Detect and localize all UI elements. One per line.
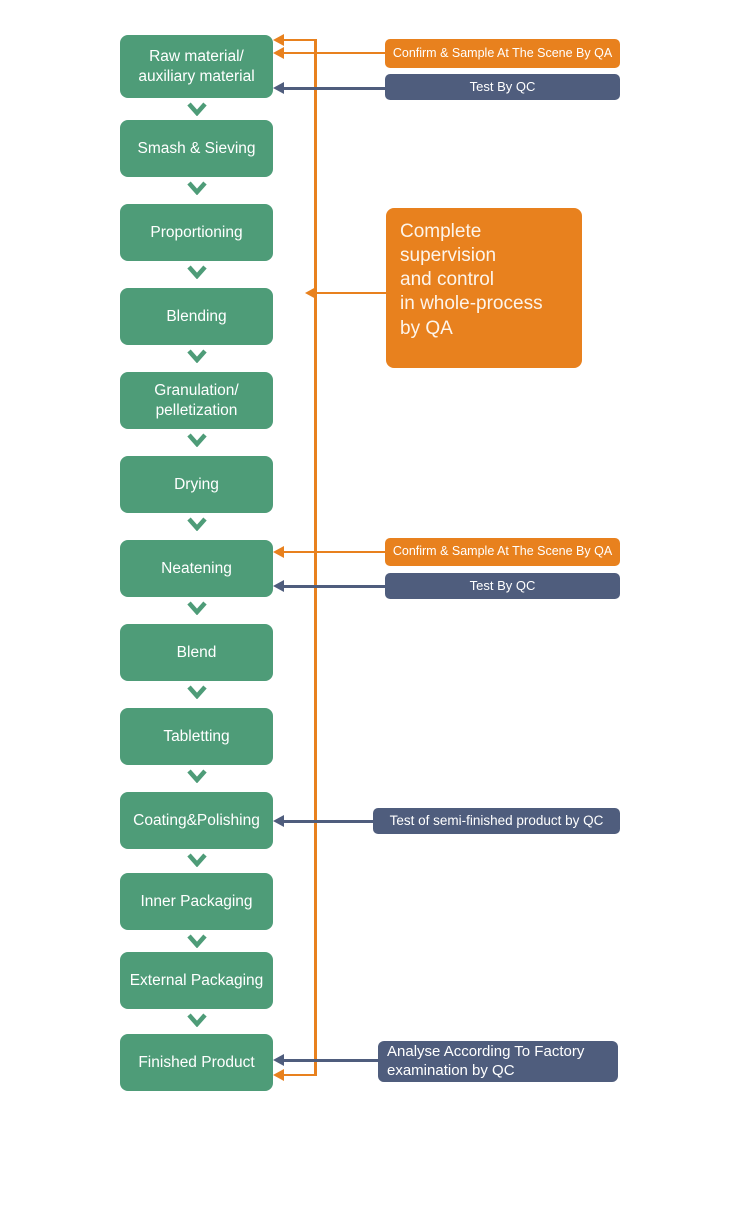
flow-step-label: Neatening [161, 559, 232, 577]
chevron-down-icon [187, 601, 207, 615]
arrow-left-icon [273, 815, 284, 827]
flow-step-neatening: Neatening [120, 540, 273, 597]
connector-line [283, 1074, 316, 1076]
connector-line [283, 52, 385, 54]
chevron-down-icon [187, 349, 207, 363]
connector-line [283, 39, 316, 41]
flow-step-label: Raw material/ auxiliary material [138, 48, 255, 85]
connector-line [315, 292, 386, 294]
note-qa-whole-process-supervision: Complete supervision and control in whol… [386, 208, 582, 368]
flow-step-label: Proportioning [150, 223, 243, 241]
flow-step-finished-product: Finished Product [120, 1034, 273, 1091]
qa-supervision-vertical-line [314, 39, 317, 1076]
flow-step-drying: Drying [120, 456, 273, 513]
connector-line [283, 820, 373, 823]
flow-step-raw-material: Raw material/ auxiliary material [120, 35, 273, 98]
flow-step-label: Drying [174, 475, 219, 493]
flow-step-smash-sieving: Smash & Sieving [120, 120, 273, 177]
note-label: Complete supervision and control in whol… [400, 221, 543, 339]
chevron-down-icon [187, 1013, 207, 1027]
connector-line [283, 87, 385, 90]
arrow-left-icon [273, 1069, 284, 1081]
flow-step-blend: Blend [120, 624, 273, 681]
chevron-down-icon [187, 934, 207, 948]
note-confirm-sample-qa-top: Confirm & Sample At The Scene By QA [385, 39, 620, 68]
flow-step-proportioning: Proportioning [120, 204, 273, 261]
note-test-by-qc-top: Test By QC [385, 74, 620, 100]
chevron-down-icon [187, 433, 207, 447]
flow-step-label: Smash & Sieving [137, 139, 256, 157]
flow-step-label: External Packaging [129, 971, 264, 989]
flow-step-label: Granulation/ pelletization [154, 382, 239, 419]
note-label: Test of semi-finished product by QC [389, 812, 604, 828]
note-label: Confirm & Sample At The Scene By QA [392, 45, 613, 60]
flow-step-label: Finished Product [138, 1053, 255, 1071]
flow-step-granulation: Granulation/ pelletization [120, 372, 273, 429]
flow-step-tabletting: Tabletting [120, 708, 273, 765]
arrow-left-icon [273, 47, 284, 59]
flow-step-label: Blend [176, 643, 217, 661]
note-label: Test By QC [469, 577, 536, 593]
arrow-left-icon [273, 1054, 284, 1066]
connector-line [283, 551, 385, 553]
note-factory-examination-qc: Analyse According To Factory examination… [378, 1041, 618, 1082]
arrow-left-icon [273, 580, 284, 592]
flow-step-inner-packaging: Inner Packaging [120, 873, 273, 930]
arrow-left-icon [305, 287, 316, 299]
flow-step-label: Tabletting [163, 727, 230, 745]
flow-step-label: Blending [166, 307, 227, 325]
note-label: Confirm & Sample At The Scene By QA [392, 544, 613, 559]
connector-line [283, 1059, 378, 1062]
arrow-left-icon [273, 546, 284, 558]
chevron-down-icon [187, 102, 207, 116]
connector-line [283, 585, 385, 588]
chevron-down-icon [187, 769, 207, 783]
arrow-left-icon [273, 34, 284, 46]
flow-step-label: Coating&Polishing [133, 811, 260, 829]
note-test-by-qc-neatening: Test By QC [385, 573, 620, 599]
note-confirm-sample-qa-neatening: Confirm & Sample At The Scene By QA [385, 538, 620, 566]
flow-step-blending: Blending [120, 288, 273, 345]
flow-step-label: Inner Packaging [140, 892, 253, 910]
chevron-down-icon [187, 265, 207, 279]
note-semi-finished-test-qc: Test of semi-finished product by QC [373, 808, 620, 834]
chevron-down-icon [187, 181, 207, 195]
flow-step-coating-polishing: Coating&Polishing [120, 792, 273, 849]
chevron-down-icon [187, 517, 207, 531]
arrow-left-icon [273, 82, 284, 94]
note-label: Test By QC [469, 78, 536, 94]
flow-step-external-packaging: External Packaging [120, 952, 273, 1009]
note-label: Analyse According To Factory examination… [387, 1042, 585, 1079]
chevron-down-icon [187, 853, 207, 867]
chevron-down-icon [187, 685, 207, 699]
